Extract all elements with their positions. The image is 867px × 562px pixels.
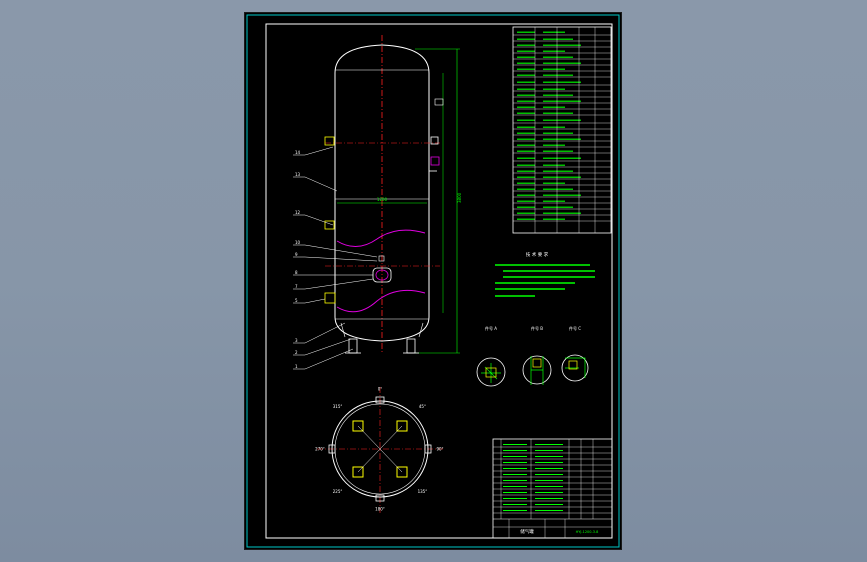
support-leg-left — [348, 338, 358, 354]
detail-a-label: 件号 A — [485, 325, 497, 331]
title-block: 储气罐 HYJ-1200-3.8 — [492, 438, 613, 539]
liquid-level-lower — [336, 289, 426, 313]
nozzle-left-3 — [324, 292, 336, 304]
detail-c-label: 件号 C — [569, 325, 581, 331]
vessel-shell — [334, 44, 430, 342]
leg-skirt-left — [340, 322, 346, 338]
callout-12: 12 — [295, 210, 301, 215]
design-data-table — [512, 26, 612, 234]
nozzle-left-2 — [324, 220, 335, 230]
leg-skirt-right — [418, 322, 424, 338]
angle-label: 0° — [378, 387, 383, 392]
height-label: 3800 — [457, 192, 462, 203]
callout-13: 13 — [295, 172, 301, 177]
manhole-flange — [375, 269, 389, 281]
title-block-drawing-no: HYJ-1200-3.8 — [576, 530, 599, 534]
callout-7: 7 — [295, 284, 298, 289]
data-table-rows — [513, 27, 611, 233]
angle-label: 45° — [419, 404, 426, 409]
nozzle-left-1 — [324, 136, 335, 146]
plan-diagonals — [357, 425, 403, 473]
plan-nozzles — [328, 396, 432, 502]
plan-leg-pads — [352, 420, 408, 478]
callout-9: 9 — [295, 252, 298, 257]
inner-frame — [265, 23, 613, 539]
detail-a — [476, 357, 506, 387]
detail-c — [561, 354, 589, 382]
technical-notes: 技 术 要 求 — [495, 251, 595, 297]
leader-lines — [293, 146, 378, 370]
vessel-elevation: 1200 3800 — [293, 35, 462, 370]
detail-b — [522, 355, 552, 385]
cad-drawing: 1200 3800 — [246, 14, 620, 548]
title-block-rows — [493, 439, 612, 538]
notes-title: 技 术 要 求 — [526, 251, 549, 258]
plan-view: 0° 45° 90° 135° 180° 225° 270° 315° — [315, 387, 444, 513]
nozzle-right-top — [434, 98, 444, 106]
title-block-name: 储气罐 — [520, 528, 534, 535]
callout-labels: 14 13 12 10 9 8 7 5 3 2 1 — [295, 150, 301, 369]
plan-shell-outer — [331, 400, 429, 498]
callout-5: 5 — [295, 298, 298, 303]
note-lines — [495, 264, 595, 297]
callout-10: 10 — [295, 240, 301, 245]
angle-label: 225° — [333, 489, 343, 494]
outer-frame — [246, 14, 620, 548]
callout-3: 3 — [295, 338, 298, 343]
support-leg-right — [406, 338, 416, 354]
angle-label: 90° — [436, 447, 443, 452]
drawing-sheet: 1200 3800 — [245, 13, 621, 549]
diameter-label: 1200 — [377, 197, 388, 202]
angle-label: 315° — [333, 404, 343, 409]
callout-14: 14 — [295, 150, 301, 155]
angle-label: 135° — [418, 489, 428, 494]
callout-2: 2 — [295, 350, 298, 355]
callout-1: 1 — [295, 364, 298, 369]
detail-views: 件号 A 件号 B 件号 C — [476, 325, 589, 387]
plan-angle-labels: 0° 45° 90° 135° 180° 225° 270° 315° — [315, 387, 443, 512]
nozzle-right-2 — [430, 156, 440, 166]
angle-label: 270° — [315, 447, 325, 452]
nozzle-right-1 — [430, 136, 439, 145]
angle-label: 180° — [375, 507, 385, 512]
callout-8: 8 — [295, 270, 298, 275]
liquid-level-upper — [336, 229, 426, 247]
nozzle-center-small — [378, 255, 385, 262]
detail-b-label: 件号 B — [531, 325, 543, 331]
